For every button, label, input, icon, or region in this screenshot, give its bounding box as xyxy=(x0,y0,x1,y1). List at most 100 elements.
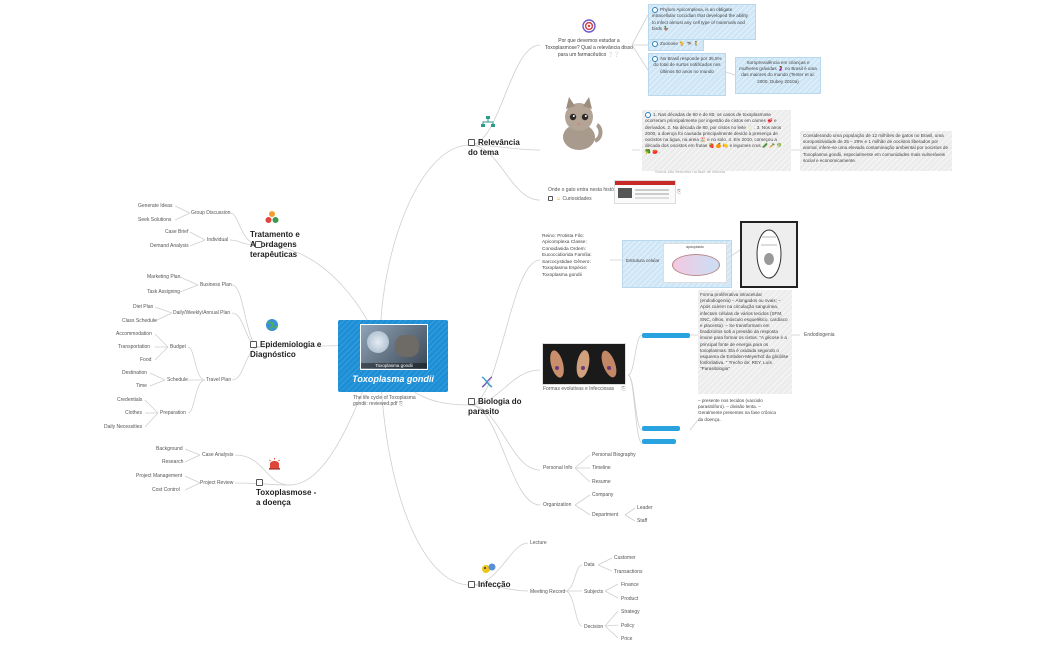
node-curiosidades[interactable]: ☺ Curiosidades xyxy=(548,196,592,202)
central-topic[interactable]: Toxoplasma gondii Toxoplasma gondii xyxy=(338,320,448,392)
node-credentials[interactable]: Credentials xyxy=(117,397,143,403)
node-meeting-record[interactable]: Meeting Record xyxy=(530,589,566,595)
node-clothes[interactable]: Clothes xyxy=(125,410,142,416)
node-case-brief[interactable]: Case Brief xyxy=(165,229,189,235)
sticky-taquizoito[interactable]: Forma proliferativa intracelular (endodi… xyxy=(698,290,792,394)
node-seek-solutions[interactable]: Seek Solutions xyxy=(138,217,172,223)
node-timeline[interactable]: Timeline xyxy=(592,465,611,471)
node-cost-control[interactable]: Cost Control xyxy=(152,487,180,493)
question-relevancia[interactable]: Por que devemos estudar a Toxoplasmose? … xyxy=(544,38,634,58)
node-budget[interactable]: Budget xyxy=(170,344,186,350)
node-personal-biography[interactable]: Personal Biography xyxy=(592,452,636,458)
topic-checkbox[interactable] xyxy=(255,241,262,248)
node-case-analysis[interactable]: Case Analysis xyxy=(202,452,234,458)
alarm-icon xyxy=(268,457,281,470)
node-transactions[interactable]: Transactions xyxy=(614,569,643,575)
sticky-zoonose[interactable]: Zoonose 🐈 🐄 🧍 xyxy=(648,39,704,51)
curiosidades-screenshot[interactable] xyxy=(614,180,676,204)
topic-checkbox[interactable] xyxy=(468,581,475,589)
node-class-schedule[interactable]: Class Schedule xyxy=(122,318,157,324)
node-destination[interactable]: Destination xyxy=(122,370,148,376)
node-generate-ideas[interactable]: Generate Ideas xyxy=(138,203,173,209)
node-personal-info[interactable]: Personal Info xyxy=(543,465,573,471)
node-diet-plan[interactable]: Diet Plan xyxy=(133,304,154,310)
node-finance[interactable]: Finance xyxy=(621,582,639,588)
branch-infeccao[interactable]: Infecção xyxy=(468,580,510,590)
highlight-oocisto[interactable]: Oocisto xyxy=(642,439,676,452)
highlight-taquizoito[interactable]: Taquizoíto xyxy=(642,333,690,346)
node-lecture[interactable]: Lecture xyxy=(530,540,547,546)
node-business-plan[interactable]: Business Plan xyxy=(200,282,232,288)
branch-toxoplasmose[interactable]: Toxoplasmose - a doença xyxy=(256,478,318,508)
node-resume[interactable]: Resume xyxy=(592,479,611,485)
node-group-discussion[interactable]: Group Discussion xyxy=(191,210,231,216)
note-checkbox[interactable] xyxy=(652,56,659,62)
question-gato[interactable]: Onde o gato entra nesta história? xyxy=(548,187,623,193)
node-subjects[interactable]: Subjects xyxy=(584,589,604,595)
node-leader[interactable]: Leader xyxy=(637,505,653,511)
highlight-bradizoito[interactable]: Bradizoíto xyxy=(642,426,680,439)
node-decision[interactable]: Decision xyxy=(584,624,604,630)
node-time[interactable]: Time xyxy=(136,383,147,389)
node-bradi-note[interactable]: – presente nos tecidos (vacúolo parasitó… xyxy=(698,398,776,422)
node-estrutura-celular[interactable]: Estrutura celular apicoplasto xyxy=(622,240,732,288)
sticky-gatos[interactable]: Considerando uma população de 12 milhões… xyxy=(800,131,952,171)
node-travel-plan[interactable]: Travel Plan xyxy=(206,377,232,383)
node-product[interactable]: Product xyxy=(621,596,639,602)
node-customer[interactable]: Customer xyxy=(614,555,636,561)
sticky-soroprevalencia[interactable]: Soroprevalência em crianças e mulheres g… xyxy=(735,57,821,94)
node-department[interactable]: Department xyxy=(592,512,619,518)
node-organization[interactable]: Organization xyxy=(543,502,572,508)
node-data[interactable]: Data xyxy=(584,562,595,568)
node-food[interactable]: Food xyxy=(140,357,152,363)
topic-checkbox[interactable] xyxy=(468,139,475,147)
formas-evolutivas-image[interactable] xyxy=(542,343,626,385)
note-checkbox[interactable] xyxy=(652,7,658,13)
node-research[interactable]: Research xyxy=(162,459,184,465)
topic-checkbox[interactable] xyxy=(250,341,257,349)
node-taxonomia[interactable]: Reino: Protista Filo: Apicomplexa Classe… xyxy=(542,234,592,278)
branch-tratamento[interactable]: Tratamento e Abordagens terapêuticas xyxy=(250,230,300,259)
node-background[interactable]: Background xyxy=(156,446,183,452)
node-daily-necessities[interactable]: Daily Necessities xyxy=(104,424,143,430)
node-schedule[interactable]: Schedule xyxy=(167,377,188,383)
central-attachment[interactable]: The life cycle of Toxoplasma gondii: rev… xyxy=(353,395,416,407)
node-company[interactable]: Company xyxy=(592,492,614,498)
sticky-history[interactable]: 1. Nas décadas de 60 e de 80, os casos d… xyxy=(642,110,791,171)
topic-checkbox[interactable] xyxy=(256,479,263,487)
node-preparation[interactable]: Preparation xyxy=(160,410,186,416)
screenshot-text-lines xyxy=(635,189,669,191)
central-image: Toxoplasma gondii xyxy=(360,324,428,370)
node-policy[interactable]: Policy xyxy=(621,623,635,629)
note-checkbox[interactable] xyxy=(652,41,658,47)
sticky-brasil[interactable]: No Brasil responde por 35,5% do total de… xyxy=(648,53,726,96)
node-accommodation[interactable]: Accommodation xyxy=(116,331,152,337)
node-demand-analysis[interactable]: Demand Analysis xyxy=(150,243,189,249)
cell-shape xyxy=(367,331,389,353)
sticky-phylum[interactable]: Phylum Apicomplexa, is an obligate intra… xyxy=(648,4,756,40)
branch-epidemiologia[interactable]: Epidemiologia e Diagnóstico xyxy=(250,340,322,359)
topic-checkbox[interactable] xyxy=(548,196,553,202)
node-project-review[interactable]: Project Review xyxy=(200,480,234,486)
node-transportation[interactable]: Transportation xyxy=(118,344,151,350)
smile-icon: ☺ xyxy=(556,196,562,202)
node-daily-plan[interactable]: Daily/Weekly/Annual Plan xyxy=(173,310,231,316)
node-strategy[interactable]: Strategy xyxy=(621,609,640,615)
branch-biologia[interactable]: Biologia do parasito xyxy=(468,397,522,416)
node-formas-evolutivas[interactable]: Formas evolutivas e Infecciosas ⎘ xyxy=(543,386,626,392)
node-staff[interactable]: Staff xyxy=(637,518,648,524)
node-task-assigning[interactable]: Task Assigning xyxy=(147,289,181,295)
node-endodiogenia[interactable]: Endodiogenia xyxy=(804,332,835,338)
node-price[interactable]: Price xyxy=(621,636,633,642)
attachment-icon: ⎘ xyxy=(398,401,403,407)
node-marketing-plan[interactable]: Marketing Plan xyxy=(147,274,181,280)
microscopy-image[interactable] xyxy=(740,221,798,288)
node-individual[interactable]: Individual xyxy=(207,237,229,243)
link-icon[interactable]: ⎘ xyxy=(677,189,682,195)
cat-image xyxy=(555,97,603,152)
branch-relevancia[interactable]: Relevância do tema xyxy=(468,138,520,157)
topic-checkbox[interactable] xyxy=(468,398,475,406)
node-project-management[interactable]: Project Management xyxy=(136,473,183,479)
